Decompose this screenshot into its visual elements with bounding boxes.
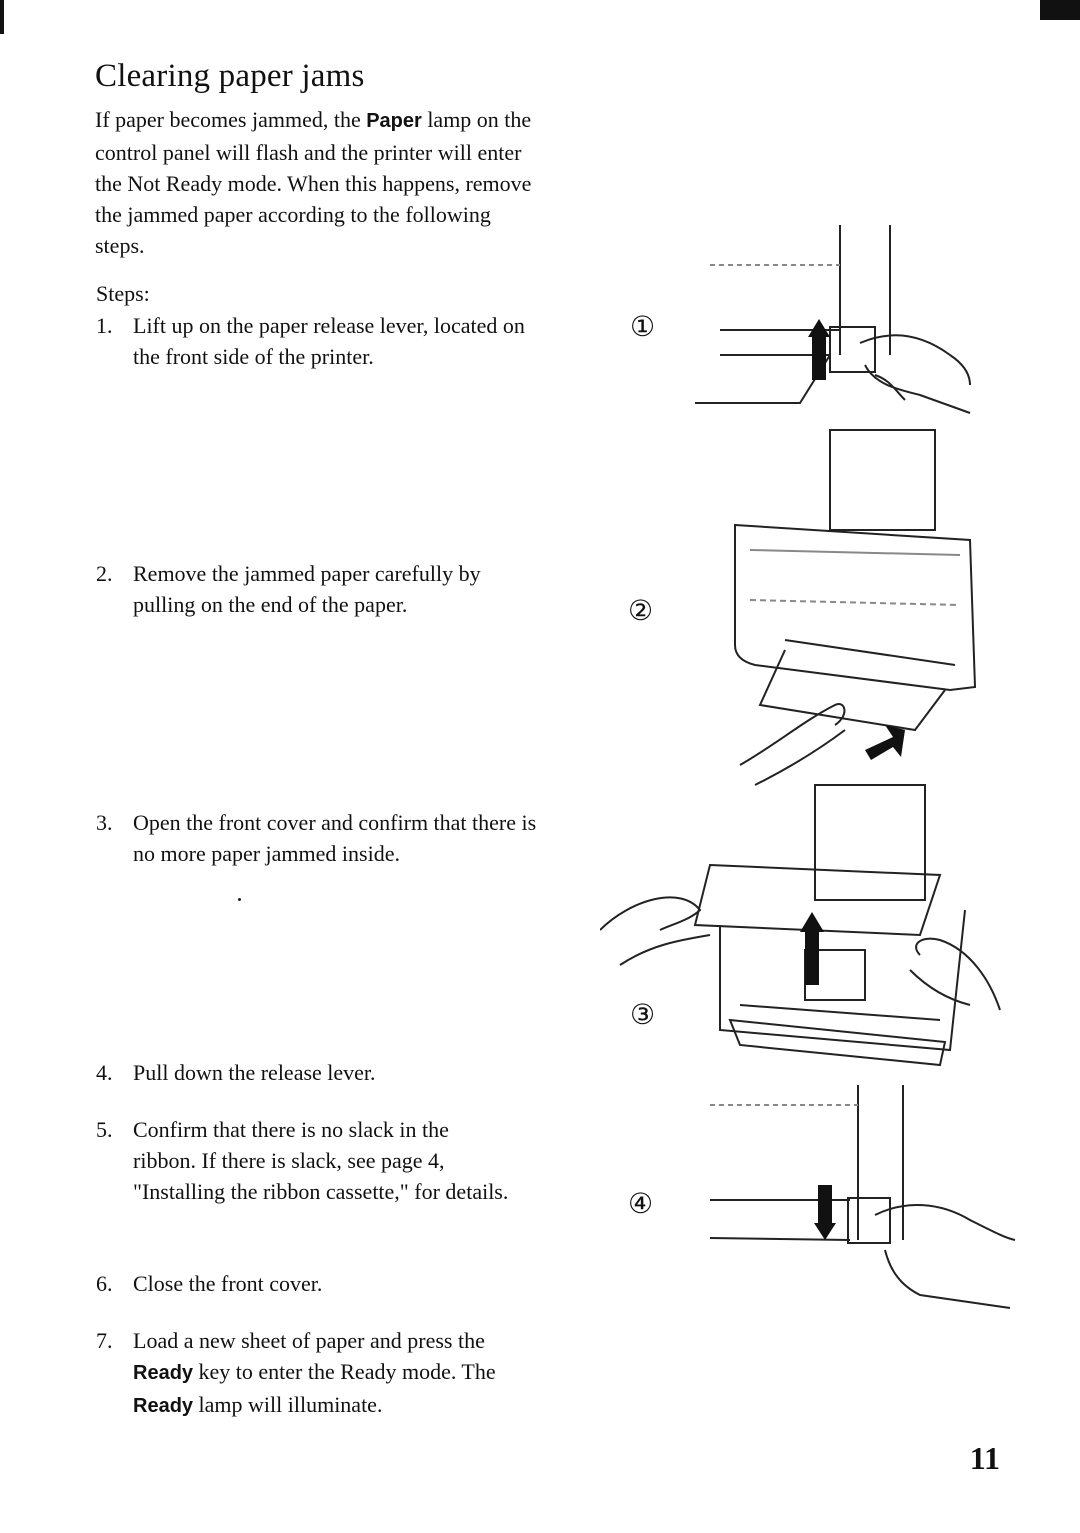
figure-3-label: ③ [630, 1000, 656, 1031]
page-title: Clearing paper jams [95, 58, 365, 94]
figure-2-label: ② [628, 596, 654, 627]
ready-lamp-label: Ready [133, 1395, 194, 1417]
step-4: 4.Pull down the release lever. [96, 1060, 376, 1085]
step-3: 3.Open the front cover and confirm that … [96, 810, 537, 866]
step-1: 1.Lift up on the paper release lever, lo… [96, 313, 525, 369]
remove-paper-illustration [734, 429, 977, 786]
scan-edge-mark [0, 0, 4, 34]
page-number: 11 [969, 1440, 1000, 1476]
step-6: 6.Close the front cover. [96, 1271, 323, 1296]
ready-key-label: Ready [133, 1362, 194, 1384]
step-7: 7.Load a new sheet of paper and press th… [96, 1328, 496, 1417]
steps-heading: Steps: [96, 281, 150, 306]
stray-dot [238, 898, 241, 901]
figure-4-label: ④ [628, 1189, 654, 1220]
open-cover-illustration [600, 784, 1001, 1067]
paper-key-label: Paper [366, 110, 422, 132]
figure-1-label: ① [630, 312, 656, 343]
step-2: 2.Remove the jammed paper carefully by p… [96, 561, 481, 617]
lever-down-illustration [709, 1085, 1016, 1309]
step-5: 5.Confirm that there is no slack in the … [96, 1117, 509, 1204]
intro-paragraph: If paper becomes jammed, the Paper lamp … [95, 107, 532, 258]
lever-up-illustration [695, 225, 971, 414]
corner-tab-mark [1040, 0, 1080, 20]
